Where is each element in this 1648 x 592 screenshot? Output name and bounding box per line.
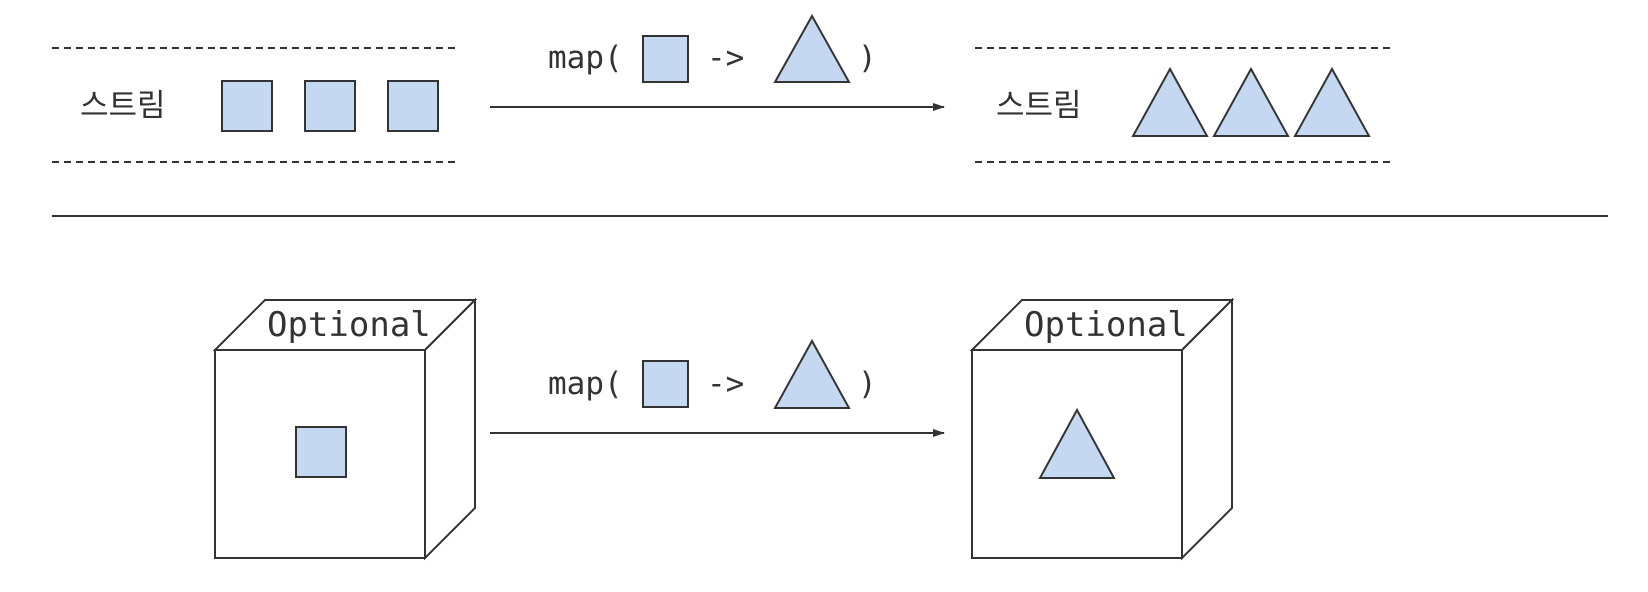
stream-section: 스트림 map( -> ) 스트림 — [52, 13, 1392, 163]
optional-map-arrow: -> — [707, 366, 744, 402]
input-optional-box: Optional — [212, 297, 478, 561]
input-stream: 스트림 — [52, 47, 458, 163]
output-optional-box: Optional — [969, 297, 1235, 561]
output-stream-triangle-2 — [1212, 66, 1290, 137]
output-stream-triangle-1 — [1131, 66, 1209, 137]
input-optional-box-title: Optional — [267, 305, 431, 345]
output-stream-triangle-3 — [1293, 66, 1371, 137]
input-stream-square-1 — [221, 80, 273, 132]
output-optional-triangle — [1038, 407, 1116, 479]
input-stream-square-3 — [387, 80, 439, 132]
stream-map-triangle-icon — [773, 13, 851, 83]
input-optional-square — [295, 426, 347, 478]
input-stream-square-2 — [304, 80, 356, 132]
output-stream-label: 스트림 — [996, 88, 1082, 124]
optional-map-square-icon — [642, 360, 689, 408]
output-optional-box-title: Optional — [1024, 305, 1188, 345]
optional-map-triangle-icon — [773, 338, 851, 409]
input-stream-label: 스트림 — [80, 88, 166, 124]
stream-map-open: map( — [548, 40, 623, 76]
stream-map-square-icon — [642, 35, 689, 83]
optional-map-open: map( — [548, 366, 623, 402]
optional-map-label: map( -> ) — [548, 338, 877, 409]
stream-map-close: ) — [858, 40, 877, 76]
stream-map-arrow: -> — [707, 40, 744, 76]
optional-section: Optional map( -> ) Optional — [212, 297, 1235, 561]
optional-map-close: ) — [858, 366, 877, 402]
stream-map-label: map( -> ) — [548, 13, 877, 83]
output-stream: 스트림 — [975, 47, 1392, 163]
